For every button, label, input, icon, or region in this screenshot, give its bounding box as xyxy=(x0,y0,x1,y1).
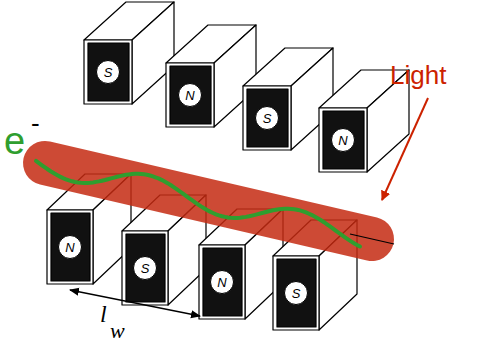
pole-marker: N xyxy=(331,128,355,152)
pole-marker: S xyxy=(96,60,120,84)
electron-symbol: e xyxy=(4,122,25,160)
period-arrow xyxy=(70,290,200,316)
pole-letter: N xyxy=(185,89,194,102)
light-label: Light xyxy=(390,62,446,88)
pole-letter: S xyxy=(141,262,150,275)
pole-letter: S xyxy=(292,287,301,300)
period-subscript: w xyxy=(110,320,125,342)
pole-letter: N xyxy=(65,241,74,254)
pole-marker: N xyxy=(58,235,82,259)
light-arrow xyxy=(382,98,428,200)
pole-marker: S xyxy=(255,106,279,130)
pole-marker: N xyxy=(210,270,234,294)
pole-marker: S xyxy=(133,256,157,280)
pole-letter: N xyxy=(338,134,347,147)
pole-letter: S xyxy=(263,112,272,125)
pole-letter: N xyxy=(217,276,226,289)
top-magnets xyxy=(84,2,409,172)
electron-path xyxy=(36,161,360,247)
light-beam xyxy=(45,163,372,239)
pole-marker: N xyxy=(178,83,202,107)
pole-letter: S xyxy=(104,66,113,79)
charge-sign: - xyxy=(31,110,40,136)
period-symbol: l xyxy=(100,302,107,326)
pole-marker: S xyxy=(284,281,308,305)
